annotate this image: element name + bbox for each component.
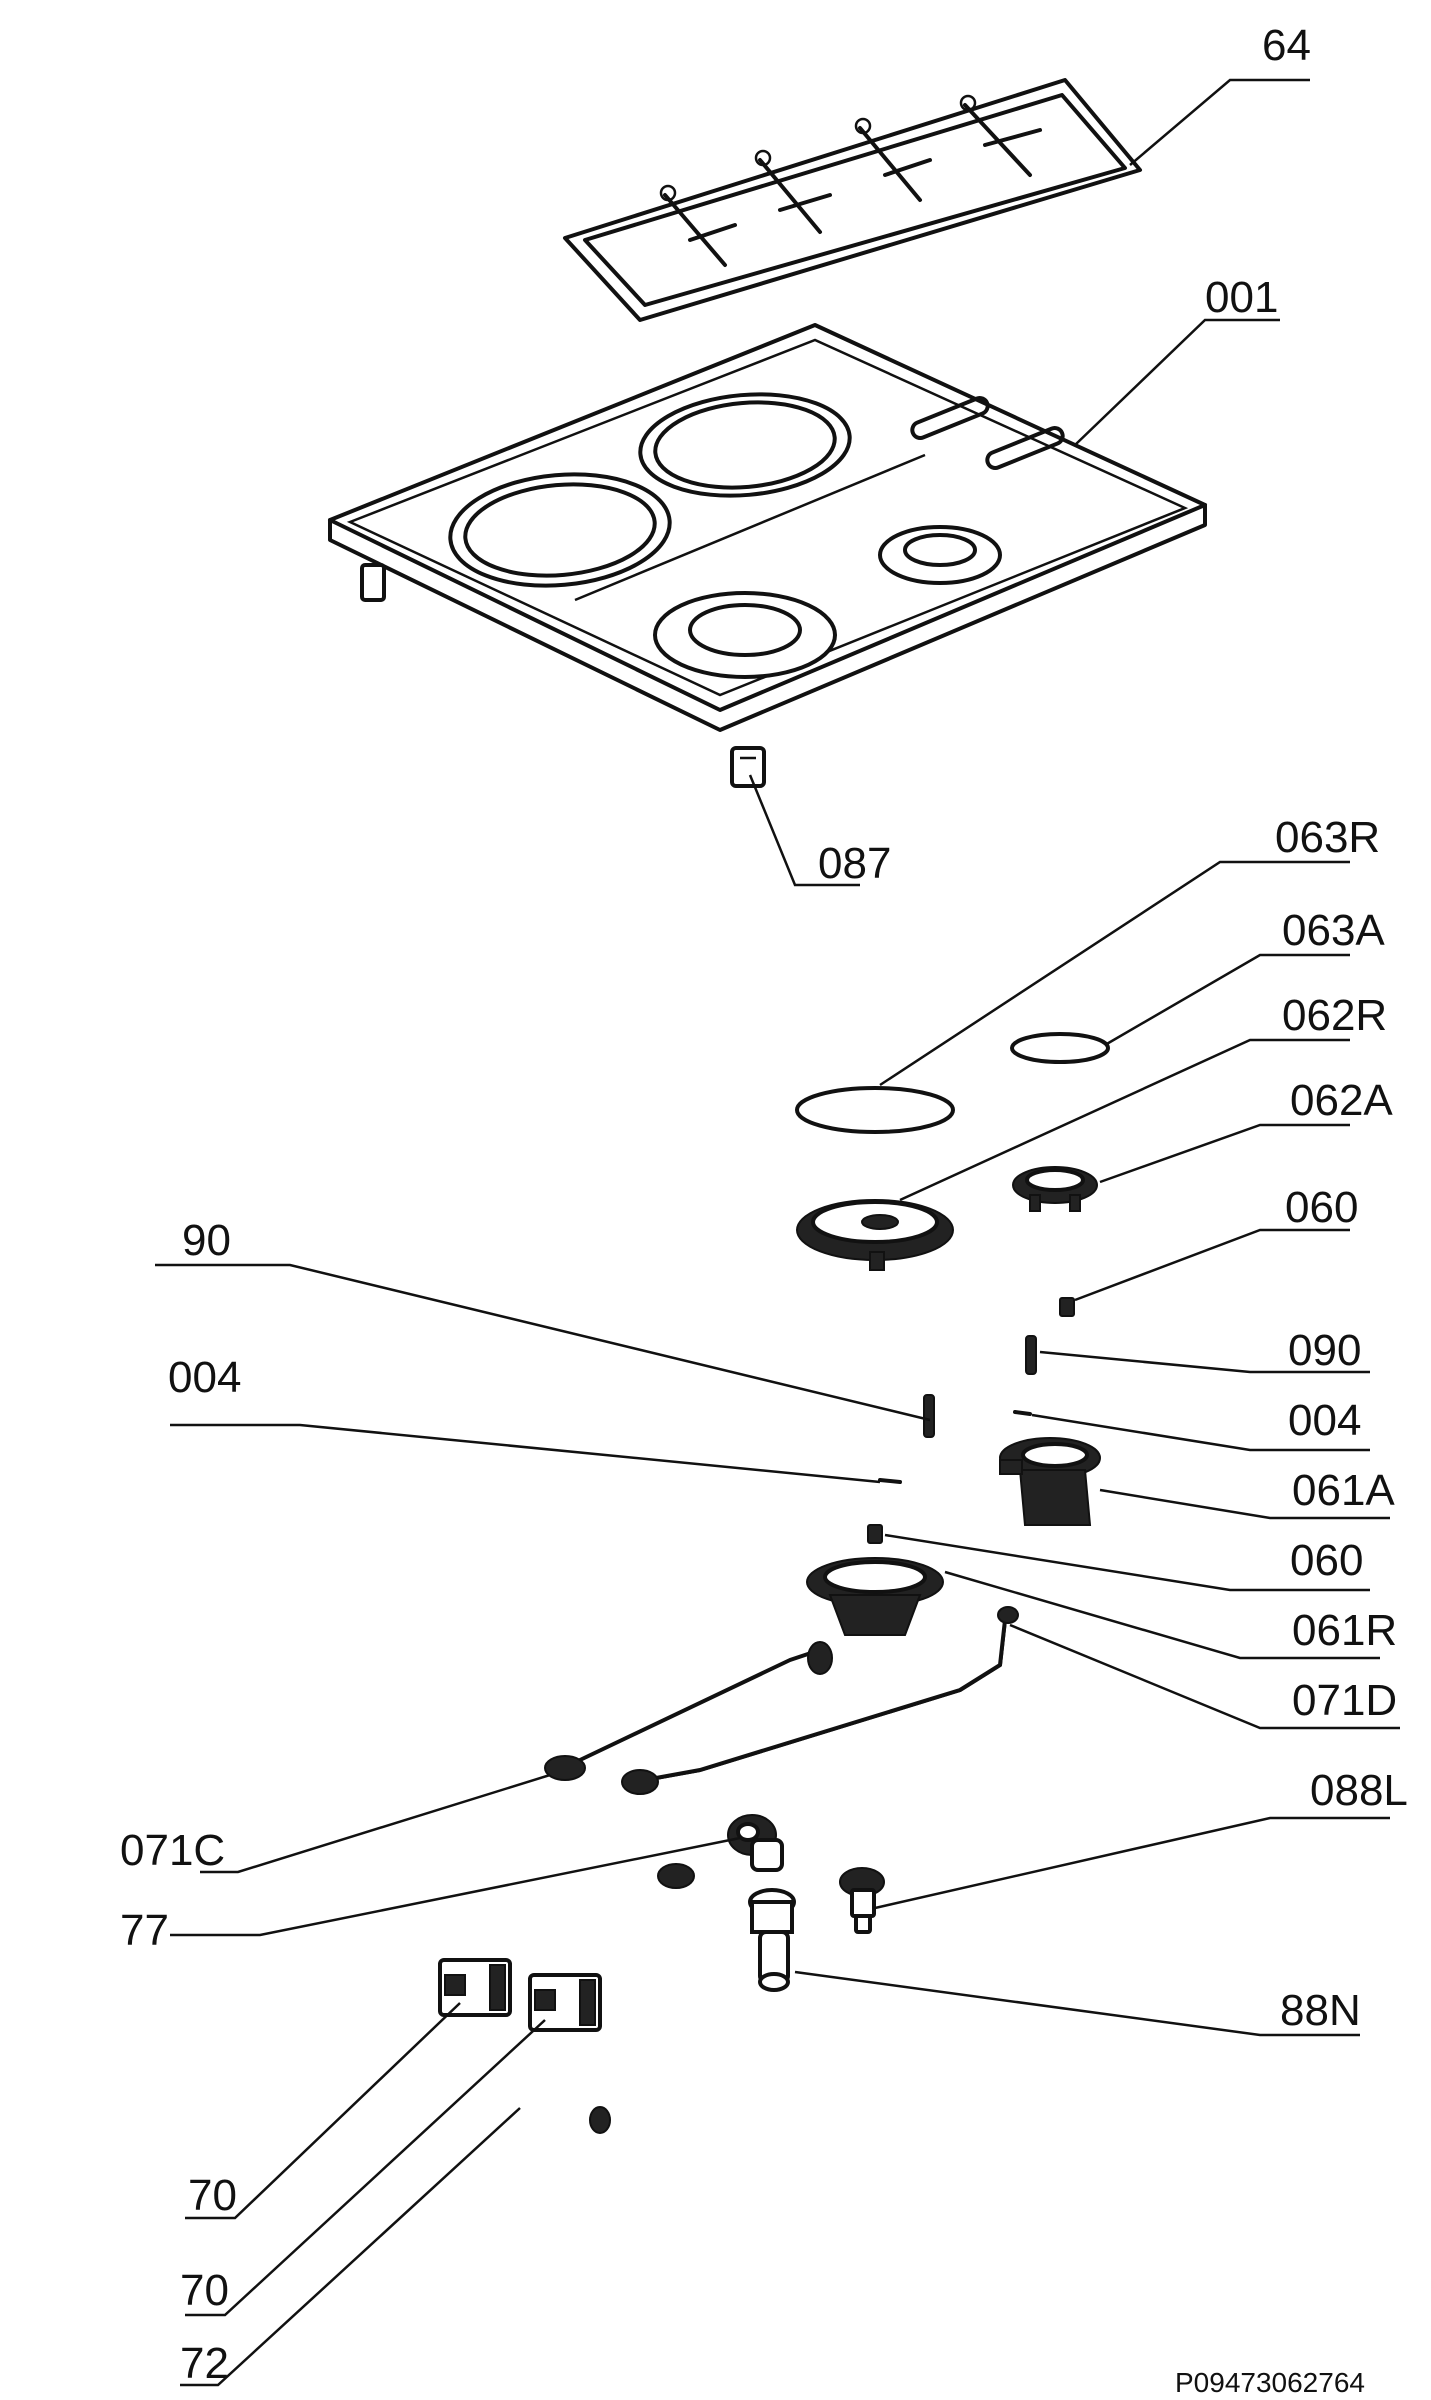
- drawing-code: P09473062764: [1175, 2367, 1365, 2398]
- burner-base-small-part[interactable]: [999, 1437, 1101, 1526]
- callout-061R: 061R: [1292, 1606, 1397, 1655]
- callout-004-left: 004: [168, 1353, 241, 1402]
- callout-062R: 062R: [1282, 991, 1387, 1040]
- callout-061A: 061A: [1292, 1466, 1395, 1515]
- callout-70-upper: 70: [188, 2171, 237, 2220]
- callout-062A: 062A: [1290, 1076, 1393, 1125]
- callout-071C: 071C: [120, 1826, 225, 1875]
- gas-tap-right-part[interactable]: [528, 1973, 602, 2032]
- nozzle-connector-part[interactable]: [839, 1867, 885, 1934]
- burner-base-large-part[interactable]: [806, 1557, 944, 1636]
- screw-right-part[interactable]: [1013, 1410, 1032, 1416]
- callout-72: 72: [180, 2339, 229, 2388]
- callout-64: 64: [1262, 21, 1311, 70]
- callout-090: 090: [1288, 1326, 1361, 1375]
- elbow-fitting-part[interactable]: [727, 1814, 784, 1872]
- burner-crown-large-part[interactable]: [796, 1199, 954, 1271]
- callout-063R: 063R: [1275, 813, 1380, 862]
- gas-pipe-left-part[interactable]: [544, 1641, 833, 1781]
- callout-70-lower: 70: [180, 2266, 229, 2315]
- thermocouple-right-part[interactable]: [1025, 1335, 1037, 1375]
- callout-071D: 071D: [1292, 1676, 1397, 1725]
- gas-manifold-part[interactable]: [250, 1863, 695, 2134]
- injector-lower-part[interactable]: [867, 1524, 883, 1544]
- callout-063A: 063A: [1282, 906, 1385, 955]
- hob-top-plate-part[interactable]: [328, 323, 1207, 732]
- pan-support-grid-part[interactable]: [563, 78, 1142, 322]
- burner-cap-small-part[interactable]: [1010, 1032, 1110, 1064]
- callout-004-right: 004: [1288, 1396, 1361, 1445]
- callout-90: 90: [182, 1216, 231, 1265]
- clip-part[interactable]: [730, 746, 766, 788]
- injector-upper-part[interactable]: [1059, 1297, 1075, 1317]
- callout-087: 087: [818, 839, 891, 888]
- callout-77: 77: [120, 1906, 169, 1955]
- callout-88N: 88N: [1280, 1986, 1361, 2035]
- callout-060-upper: 060: [1285, 1183, 1358, 1232]
- callout-001: 001: [1205, 273, 1278, 322]
- inlet-connector-part[interactable]: [748, 1888, 796, 1992]
- leader-lines: [155, 78, 1400, 2387]
- gas-pipe-right-part[interactable]: [621, 1606, 1019, 1795]
- burner-crown-small-part[interactable]: [1012, 1166, 1098, 1212]
- callout-088L: 088L: [1310, 1766, 1408, 1815]
- burner-cap-large-part[interactable]: [795, 1086, 955, 1134]
- callout-060-lower: 060: [1290, 1536, 1363, 1585]
- thermocouple-left-part[interactable]: [923, 1394, 935, 1438]
- gas-tap-left-part[interactable]: [438, 1958, 512, 2017]
- screw-left-part[interactable]: [878, 1478, 902, 1484]
